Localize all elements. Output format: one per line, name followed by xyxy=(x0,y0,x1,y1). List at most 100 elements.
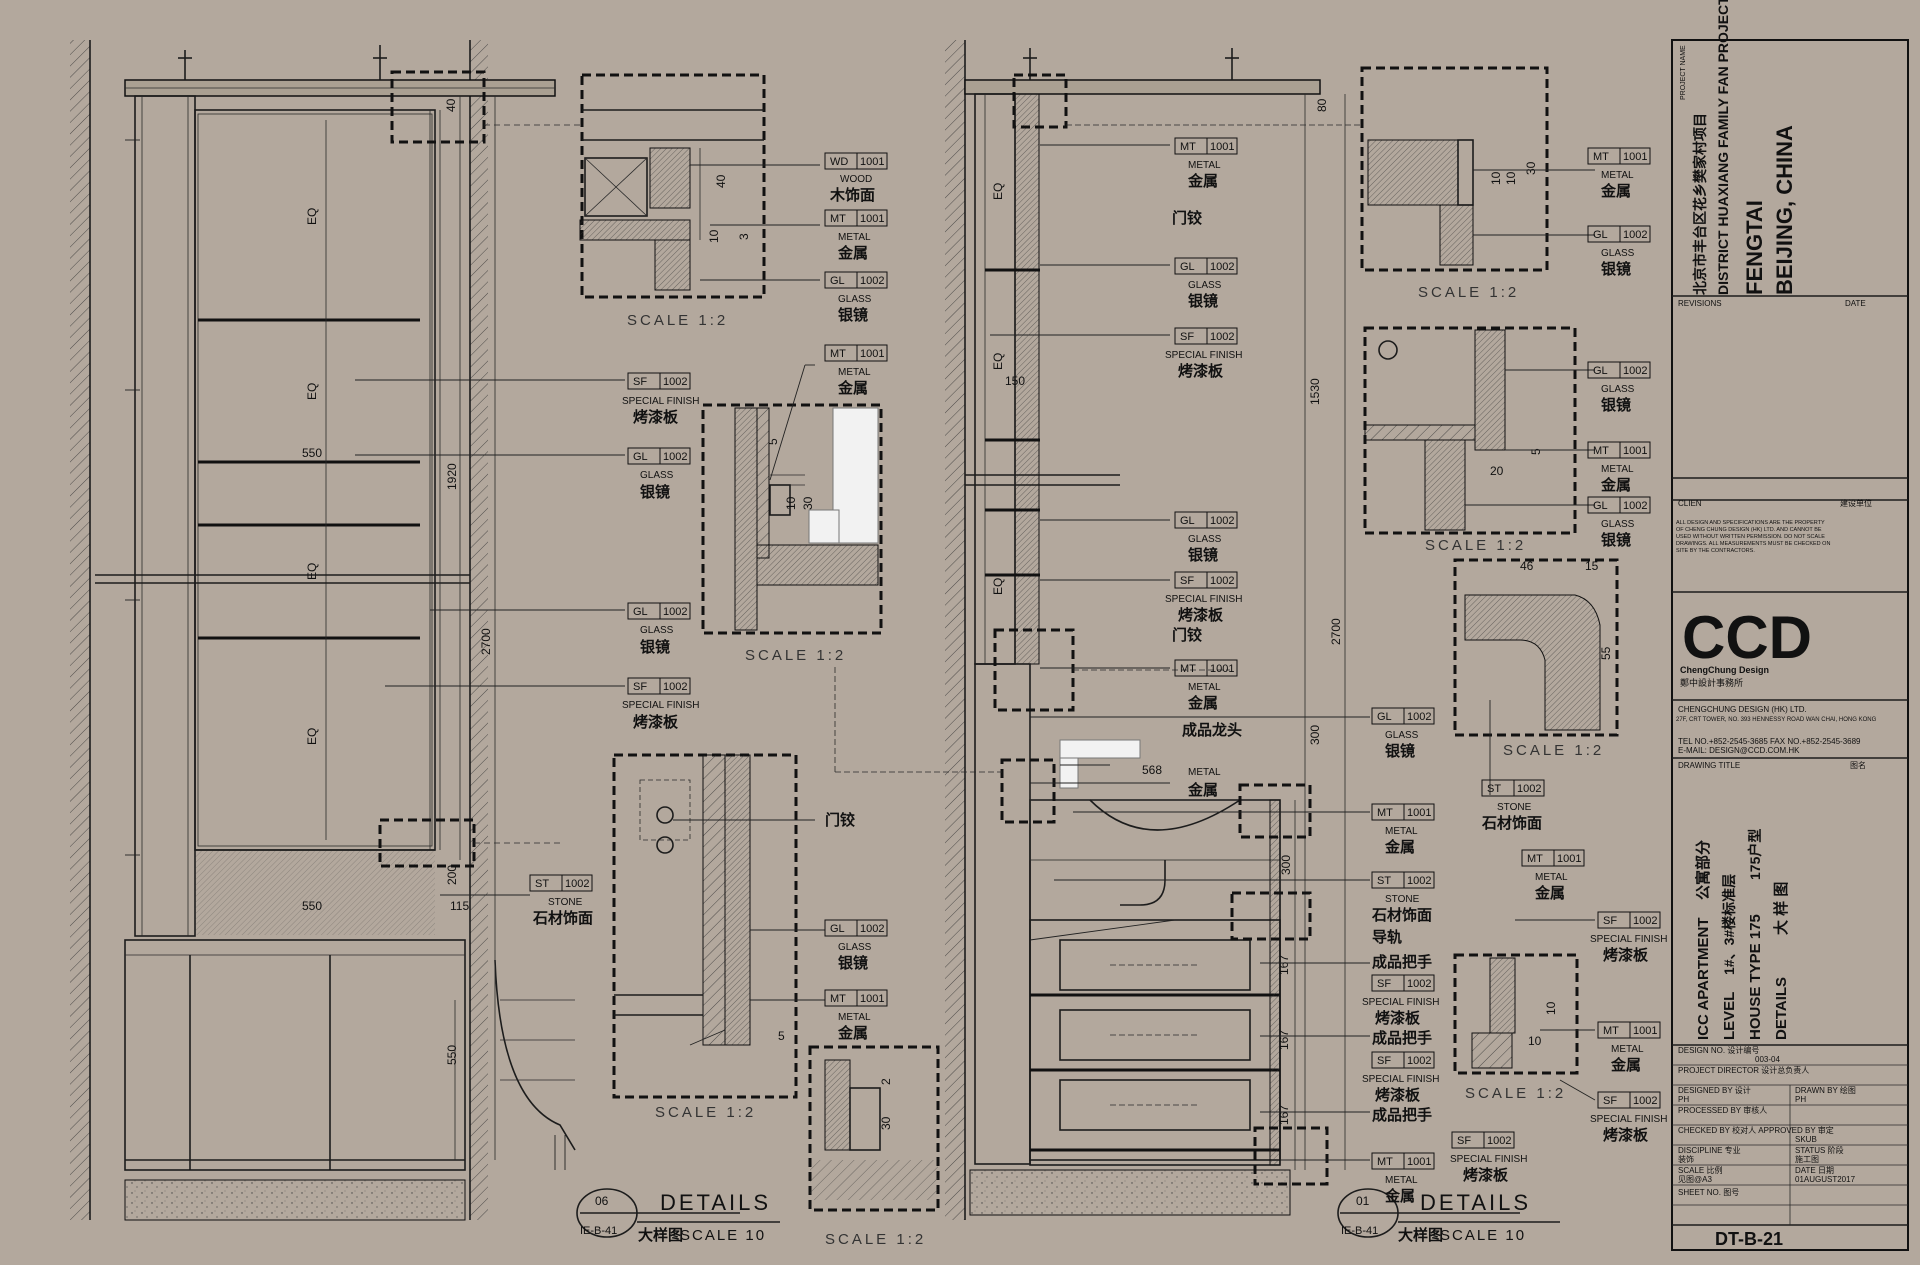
svg-text:10: 10 xyxy=(1489,171,1503,185)
svg-text:SF: SF xyxy=(633,376,647,388)
svg-text:木饰面: 木饰面 xyxy=(829,186,875,204)
rdim-167-a: 167 xyxy=(1277,955,1291,975)
svg-text:IE-B-41: IE-B-41 xyxy=(1341,1225,1378,1237)
tb-level-val: 1#、3#楼标准层 xyxy=(1721,874,1737,975)
rdim-2700: 2700 xyxy=(1329,618,1343,645)
tb-details-cn: 大 样 图 xyxy=(1772,882,1790,935)
svg-text:GL: GL xyxy=(633,606,648,618)
svg-text:1002: 1002 xyxy=(663,606,687,618)
svg-text:1001: 1001 xyxy=(860,213,884,225)
svg-text:烤漆板: 烤漆板 xyxy=(1463,1166,1509,1184)
svg-text:1001: 1001 xyxy=(860,156,884,168)
svg-text:SCALE 10: SCALE 10 xyxy=(680,1227,766,1244)
svg-text:银镜: 银镜 xyxy=(1188,292,1218,310)
svg-text:46: 46 xyxy=(1520,559,1534,573)
rdetail-box-4: 10 10 SCALE 1:2 xyxy=(1453,919,1596,1102)
svg-text:METAL: METAL xyxy=(1188,160,1221,171)
svg-text:1002: 1002 xyxy=(1623,500,1647,512)
tb-drawing-title-label: DRAWING TITLE xyxy=(1678,761,1740,770)
svg-text:GLASS: GLASS xyxy=(1188,534,1222,545)
svg-text:烤漆板: 烤漆板 xyxy=(633,408,679,426)
tb-house: HOUSE TYPE 175 xyxy=(1747,914,1764,1040)
right-leaders xyxy=(990,144,1370,1161)
tb-client-cn: 建设单位 xyxy=(1840,498,1872,508)
svg-text:1002: 1002 xyxy=(1407,1055,1431,1067)
svg-text:金属: 金属 xyxy=(1600,476,1631,494)
svg-text:METAL: METAL xyxy=(838,367,871,378)
d4-scale: SCALE 1:2 xyxy=(825,1231,926,1248)
rcallout-faucet: 成品龙头 xyxy=(1182,721,1242,739)
tb-design-no-label: DESIGN NO. 设计编号 xyxy=(1678,1045,1759,1055)
right-labels: MT 1001 METAL 金属 门铰 GL 1002 GLASS 银镜 SF … xyxy=(1165,137,1527,1205)
svg-text:大样图: 大样图 xyxy=(638,1226,683,1244)
rtag-gl1002-b: GL 1002 GLASS 银镜 xyxy=(1174,511,1238,564)
svg-text:1002: 1002 xyxy=(1623,229,1647,241)
rtag-mt1001-d: MT 1001 METAL 金属 xyxy=(1371,803,1435,856)
svg-text:20: 20 xyxy=(1490,464,1504,478)
dim-550-b: 550 xyxy=(302,899,322,913)
tag-gl1002-a: GL 1002 GLASS 银镜 xyxy=(824,271,888,324)
tb-date2: DATE 日期 xyxy=(1795,1166,1834,1175)
rd-tag-gl1002-c: GL 1002 GLASS 银镜 xyxy=(1587,496,1651,549)
d1-dim-10: 10 xyxy=(707,229,721,243)
svg-text:石材饰面: 石材饰面 xyxy=(1371,906,1432,924)
rcallout-hinge-a: 门铰 xyxy=(1172,209,1202,227)
rtag-sf1002-e: SF 1002 SPECIAL FINISH 烤漆板 xyxy=(1450,1131,1527,1184)
rd-tag-mt1001-c: MT 1001 METAL 金属 xyxy=(1597,1021,1661,1074)
detail-box-3: 5 SCALE 1:2 xyxy=(612,753,825,1121)
d4-dim-2: 2 xyxy=(879,1078,893,1085)
svg-text:METAL: METAL xyxy=(1601,170,1634,181)
svg-text:1002: 1002 xyxy=(1633,1095,1657,1107)
svg-text:GL: GL xyxy=(1180,515,1195,527)
rd-tag-sf1002-a: SF 1002 SPECIAL FINISH 烤漆板 xyxy=(1590,911,1667,964)
svg-text:SCALE 1:2: SCALE 1:2 xyxy=(1425,537,1526,554)
rdetail-labels: MT 1001 METAL 金属 GL 1002 GLASS 银镜 GL 100… xyxy=(1587,147,1667,1144)
svg-text:1002: 1002 xyxy=(1210,331,1234,343)
rtag-gl1002-c: GL 1002 GLASS 银镜 xyxy=(1371,707,1435,760)
svg-text:1002: 1002 xyxy=(1487,1135,1511,1147)
right-dims: EQ EQ EQ 150 1530 2700 300 300 568 167 1… xyxy=(991,98,1343,1125)
tag-wd1001: WD 1001 WOOD 木饰面 xyxy=(824,152,888,204)
svg-text:STONE: STONE xyxy=(1385,894,1420,905)
svg-text:金属: 金属 xyxy=(837,244,868,262)
title-block: PROJECT NAME 北京市丰台区花乡樊家村项目 DISTRICT HUAX… xyxy=(1671,0,1909,1251)
center-labels: WD 1001 WOOD 木饰面 MT 1001 METAL 金属 GL 100… xyxy=(529,152,888,1042)
svg-text:METAL: METAL xyxy=(1385,826,1418,837)
svg-text:1001: 1001 xyxy=(1210,141,1234,153)
d2-dim-5: 5 xyxy=(766,438,780,445)
svg-text:MT: MT xyxy=(1527,853,1543,865)
svg-text:金属: 金属 xyxy=(837,1024,868,1042)
svg-text:1002: 1002 xyxy=(1623,365,1647,377)
svg-text:1002: 1002 xyxy=(1517,783,1541,795)
d1-dim-40: 40 xyxy=(714,174,728,188)
svg-text:55: 55 xyxy=(1599,646,1613,660)
tb-email: E-MAIL: DESIGN@CCD.COM.HK xyxy=(1678,746,1800,755)
svg-text:MT: MT xyxy=(830,213,846,225)
tb-status-val: 施工图 xyxy=(1795,1154,1819,1164)
tb-project-cn: 北京市丰台区花乡樊家村项目 xyxy=(1692,113,1708,295)
rdetail-box-3: 46 15 55 SCALE 1:2 ST 1002 STONE 石材饰面 MT… xyxy=(1453,558,1619,902)
svg-text:SF: SF xyxy=(1180,575,1194,587)
svg-text:METAL: METAL xyxy=(1188,767,1221,778)
svg-text:GLASS: GLASS xyxy=(1601,384,1635,395)
svg-text:SF: SF xyxy=(1377,1055,1391,1067)
svg-text:SCALE 1:2: SCALE 1:2 xyxy=(1465,1085,1566,1102)
svg-text:MT: MT xyxy=(1593,151,1609,163)
rdim-300-b: 300 xyxy=(1279,855,1293,875)
tb-design-no: 003-04 xyxy=(1755,1055,1780,1064)
svg-text:1002: 1002 xyxy=(1210,575,1234,587)
svg-text:1001: 1001 xyxy=(860,348,884,360)
svg-text:1002: 1002 xyxy=(1407,978,1431,990)
tb-drawn: DRAWN BY 绘图 xyxy=(1795,1085,1856,1095)
d2-scale: SCALE 1:2 xyxy=(745,647,846,664)
svg-text:烤漆板: 烤漆板 xyxy=(1178,362,1224,380)
svg-text:GL: GL xyxy=(830,923,845,935)
tag-gl1002-b: GL 1002 GLASS 银镜 xyxy=(627,447,691,501)
svg-text:30: 30 xyxy=(1524,161,1538,175)
tb-apt: ICC APARTMENT xyxy=(1695,918,1712,1041)
tb-checked: CHECKED BY 校对人 APPROVED BY 审定 xyxy=(1678,1125,1834,1135)
dim-eq-2: EQ xyxy=(305,383,319,400)
svg-text:SF: SF xyxy=(1377,978,1391,990)
rd3-tag-mt1001: MT 1001 METAL 金属 xyxy=(1521,849,1585,902)
